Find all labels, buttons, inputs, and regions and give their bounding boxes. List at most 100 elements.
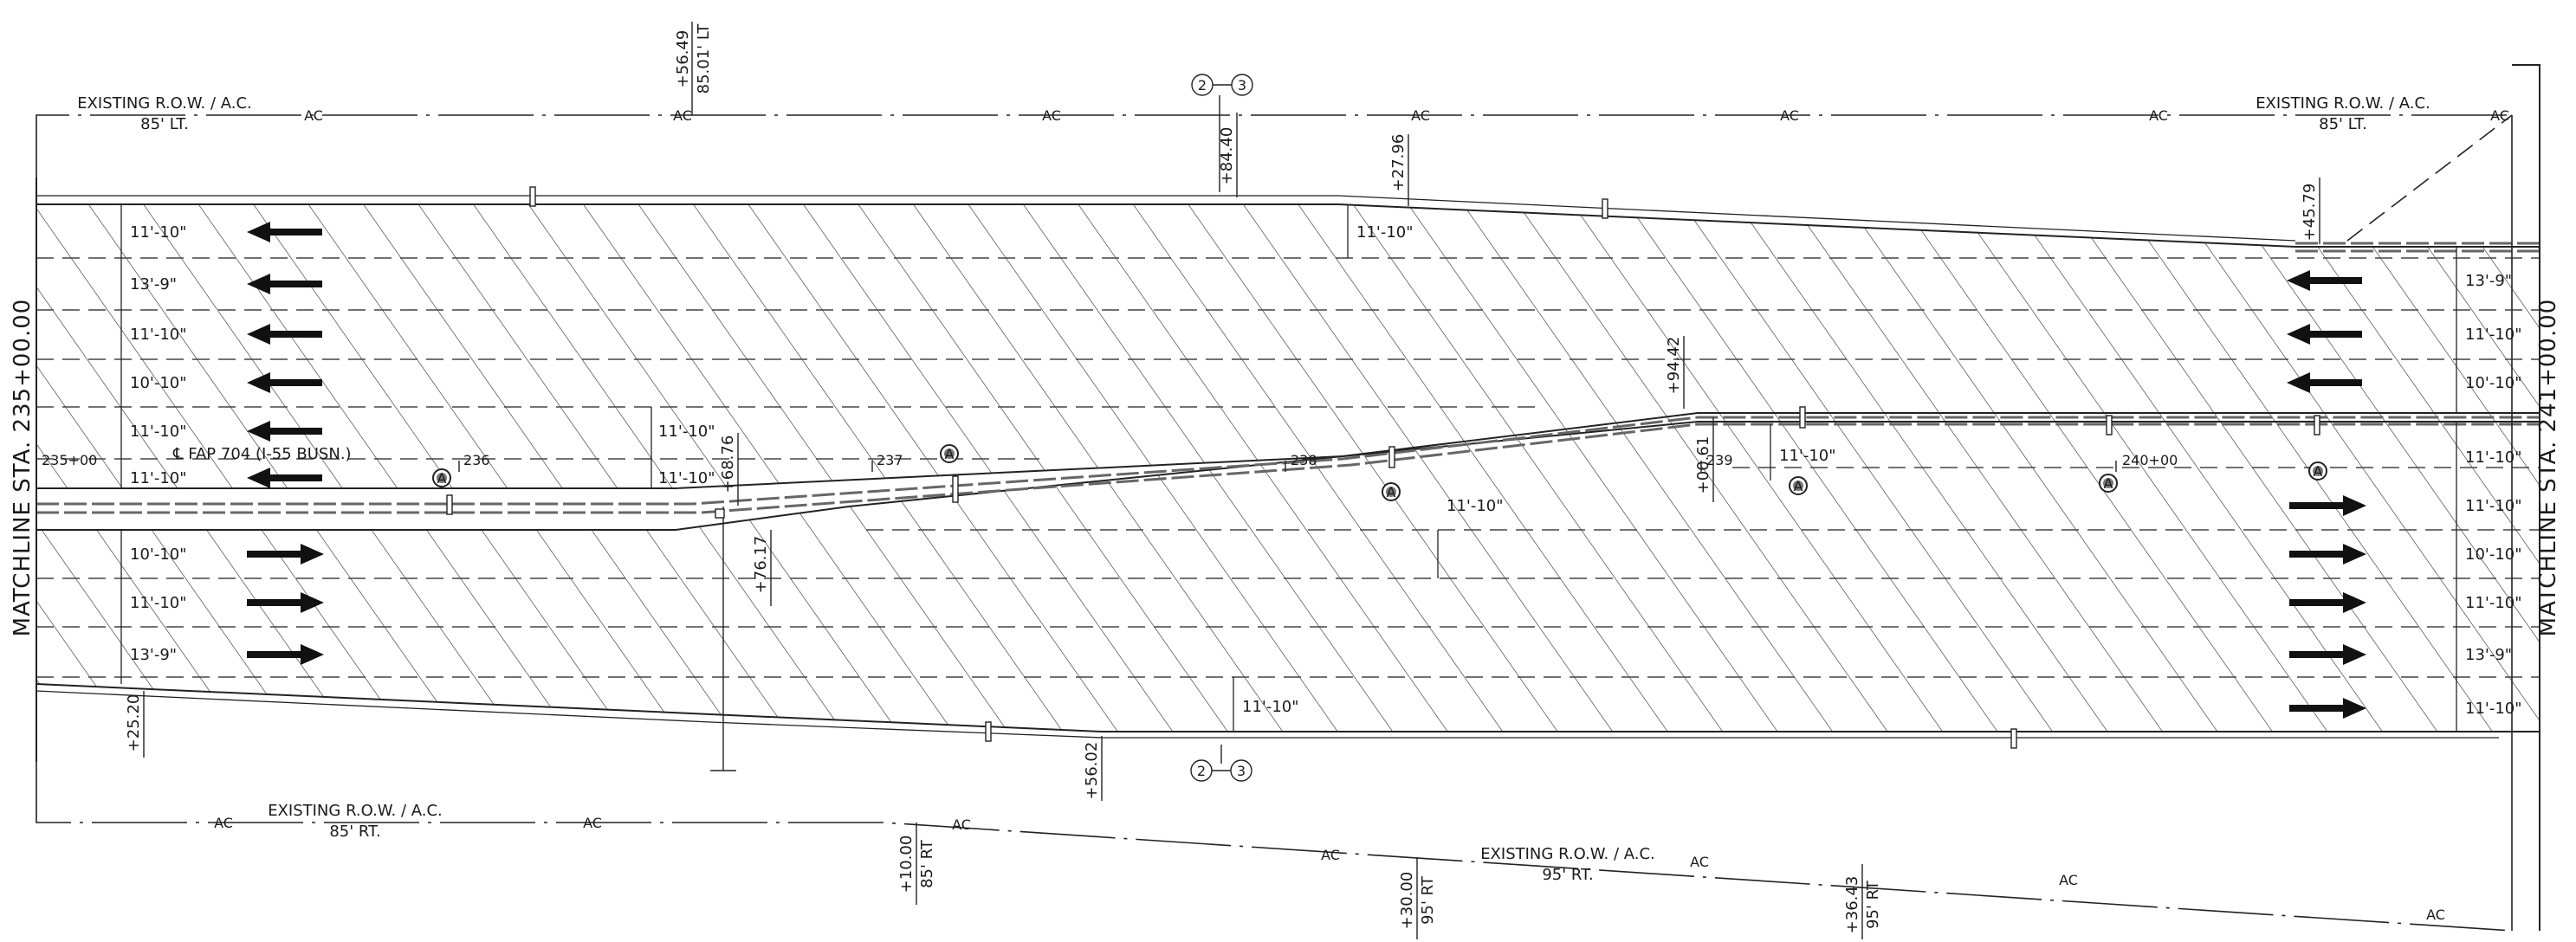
callout-value: +56.02 [1083,742,1101,800]
lane-width: 11'-10" [130,594,187,612]
lane-width: 11'-10" [1447,497,1504,515]
keynote-text: A [1387,484,1396,500]
station-offset-bottom-1: +10.00 85' RT [897,823,936,905]
keynote-a-icon: A [2099,474,2118,493]
section-number: 3 [1238,77,1246,94]
section-marker-top: 2 3 [1191,74,1253,192]
row-label-bottom-right: EXISTING R.O.W. / A.C. 95' RT. [1480,845,1655,884]
ac-marker: AC [214,815,233,831]
lane-width: 11'-10" [1779,447,1836,465]
lane-lines [36,257,2540,678]
station-value: +10.00 [897,836,916,894]
station-label: 240+00 [2122,452,2178,468]
row-label-top-left: EXISTING R.O.W. / A.C. 85' LT. [77,94,252,133]
keynote-text: A [2314,463,2323,480]
callout-value: +84.40 [1218,127,1236,185]
traffic-arrows-westbound [247,222,2362,488]
matchline-right-label: MATCHLINE STA. 241+00.00 [2535,299,2561,637]
ac-markers: AC AC AC AC AC AC AC AC AC AC AC AC AC A… [214,107,2509,923]
arrow-right-icon [2289,698,2366,719]
row-label-bottom-left: EXISTING R.O.W. / A.C. 85' RT. [268,802,443,841]
sb-pavement-area [36,413,2540,732]
arrow-right-icon [2289,644,2366,665]
arrow-right-icon [247,544,324,565]
station-label: 237 [877,452,903,468]
lane-widths-right-nb: 13'-9" 11'-10" 10'-10" [2465,272,2522,392]
callout-value: +27.96 [1389,134,1408,192]
row-label-title: EXISTING R.O.W. / A.C. [2256,94,2430,113]
offset-value: 95' RT [1864,880,1882,929]
ac-marker: AC [2149,107,2168,124]
callout-value: +76.17 [752,536,770,594]
callout-value: +00.61 [1694,436,1712,494]
lane-width: 11'-10" [2465,326,2522,344]
centerline-label: ℄ FAP 704 (I-55 BUSN.) [172,445,352,463]
keynote-text: A [945,446,955,462]
lane-widths-right-sb: 11'-10" 11'-10" 10'-10" 11'-10" 13'-9" 1… [2465,448,2522,718]
station-label: 238 [1291,452,1317,468]
callout-value: +45.79 [2301,184,2319,242]
lane-widths-left-nb: 11'-10" 13'-9" 11'-10" 10'-10" 11'-10" 1… [130,223,187,487]
hatched-pavement [36,204,2540,732]
ac-marker: AC [1780,107,1799,124]
arrow-left-icon [247,372,322,393]
row-label-offset: 85' RT. [329,823,380,841]
offset-value: 95' RT [1419,875,1437,925]
ac-marker: AC [1411,107,1430,124]
row-label-top-right: EXISTING R.O.W. / A.C. 85' LT. [2256,94,2430,133]
ac-marker: AC [2490,107,2509,124]
callout-value: +94.42 [1665,337,1683,395]
pavement-edges [36,195,2540,739]
lane-width: 11'-10" [130,223,187,242]
section-number: 3 [1237,763,1246,779]
arrow-right-icon [2289,592,2366,613]
station-callout-labels: +84.40 +27.96 +45.79 +94.42 +68.76 +76.1… [125,127,2319,800]
arrow-left-icon [247,324,322,345]
arrow-left-icon [247,468,322,488]
row-label-title: EXISTING R.O.W. / A.C. [268,802,443,820]
row-corner-taper [2346,114,2513,242]
lane-width: 11'-10" [2465,497,2522,515]
station-labels: 235+00 ℄ FAP 704 (I-55 BUSN.) 236 237 23… [42,445,2178,472]
arrow-left-icon [247,421,322,442]
row-top [36,114,2512,177]
lane-width: 11'-10" [2465,448,2522,467]
nb-outer-edge [36,203,2540,248]
lane-widths-left-sb: 10'-10" 11'-10" 13'-9" [130,545,187,664]
ac-marker: AC [952,816,971,833]
traffic-arrows-eastbound [247,495,2366,719]
offset-value: 85.01' LT [695,23,713,94]
keynote-text: A [437,470,447,487]
arrow-right-icon [247,644,324,665]
sb-outer-edge-2 [36,690,2499,739]
arrow-right-icon [2289,495,2366,516]
section-number: 2 [1198,77,1207,94]
row-bottom [36,762,2513,932]
keynote-a-icon: A [1382,482,1401,501]
offset-value: 85' RT [918,839,936,888]
station-offset-bottom-2: +30.00 95' RT [1398,857,1437,939]
lane-width: 11'-10" [130,423,187,441]
station-label: 235+00 [42,452,97,468]
callout-value: +25.20 [125,694,143,752]
arrow-left-icon [247,274,322,294]
ac-marker: AC [304,107,323,124]
ac-marker: AC [2426,907,2445,923]
lane-width: 13'-9" [130,646,177,664]
ac-marker: AC [2059,872,2078,888]
lane-width: 11'-10" [130,326,187,344]
lane-width: 13'-9" [2465,272,2512,290]
row-label-title: EXISTING R.O.W. / A.C. [77,94,252,113]
lane-width: 10'-10" [130,374,187,392]
arrow-right-icon [247,592,324,613]
station-offset-bottom-3: +36.43 95' RT [1843,864,1882,939]
lane-width: 10'-10" [2465,545,2522,564]
median-edge-bot [36,421,2540,531]
nb-pavement-area [36,204,2540,488]
station-callouts [143,113,2320,801]
lane-width: 10'-10" [2465,374,2522,392]
row-label-offset: 85' LT. [140,115,189,133]
ac-marker: AC [1690,854,1709,870]
lane-width: 11'-10" [658,423,715,441]
